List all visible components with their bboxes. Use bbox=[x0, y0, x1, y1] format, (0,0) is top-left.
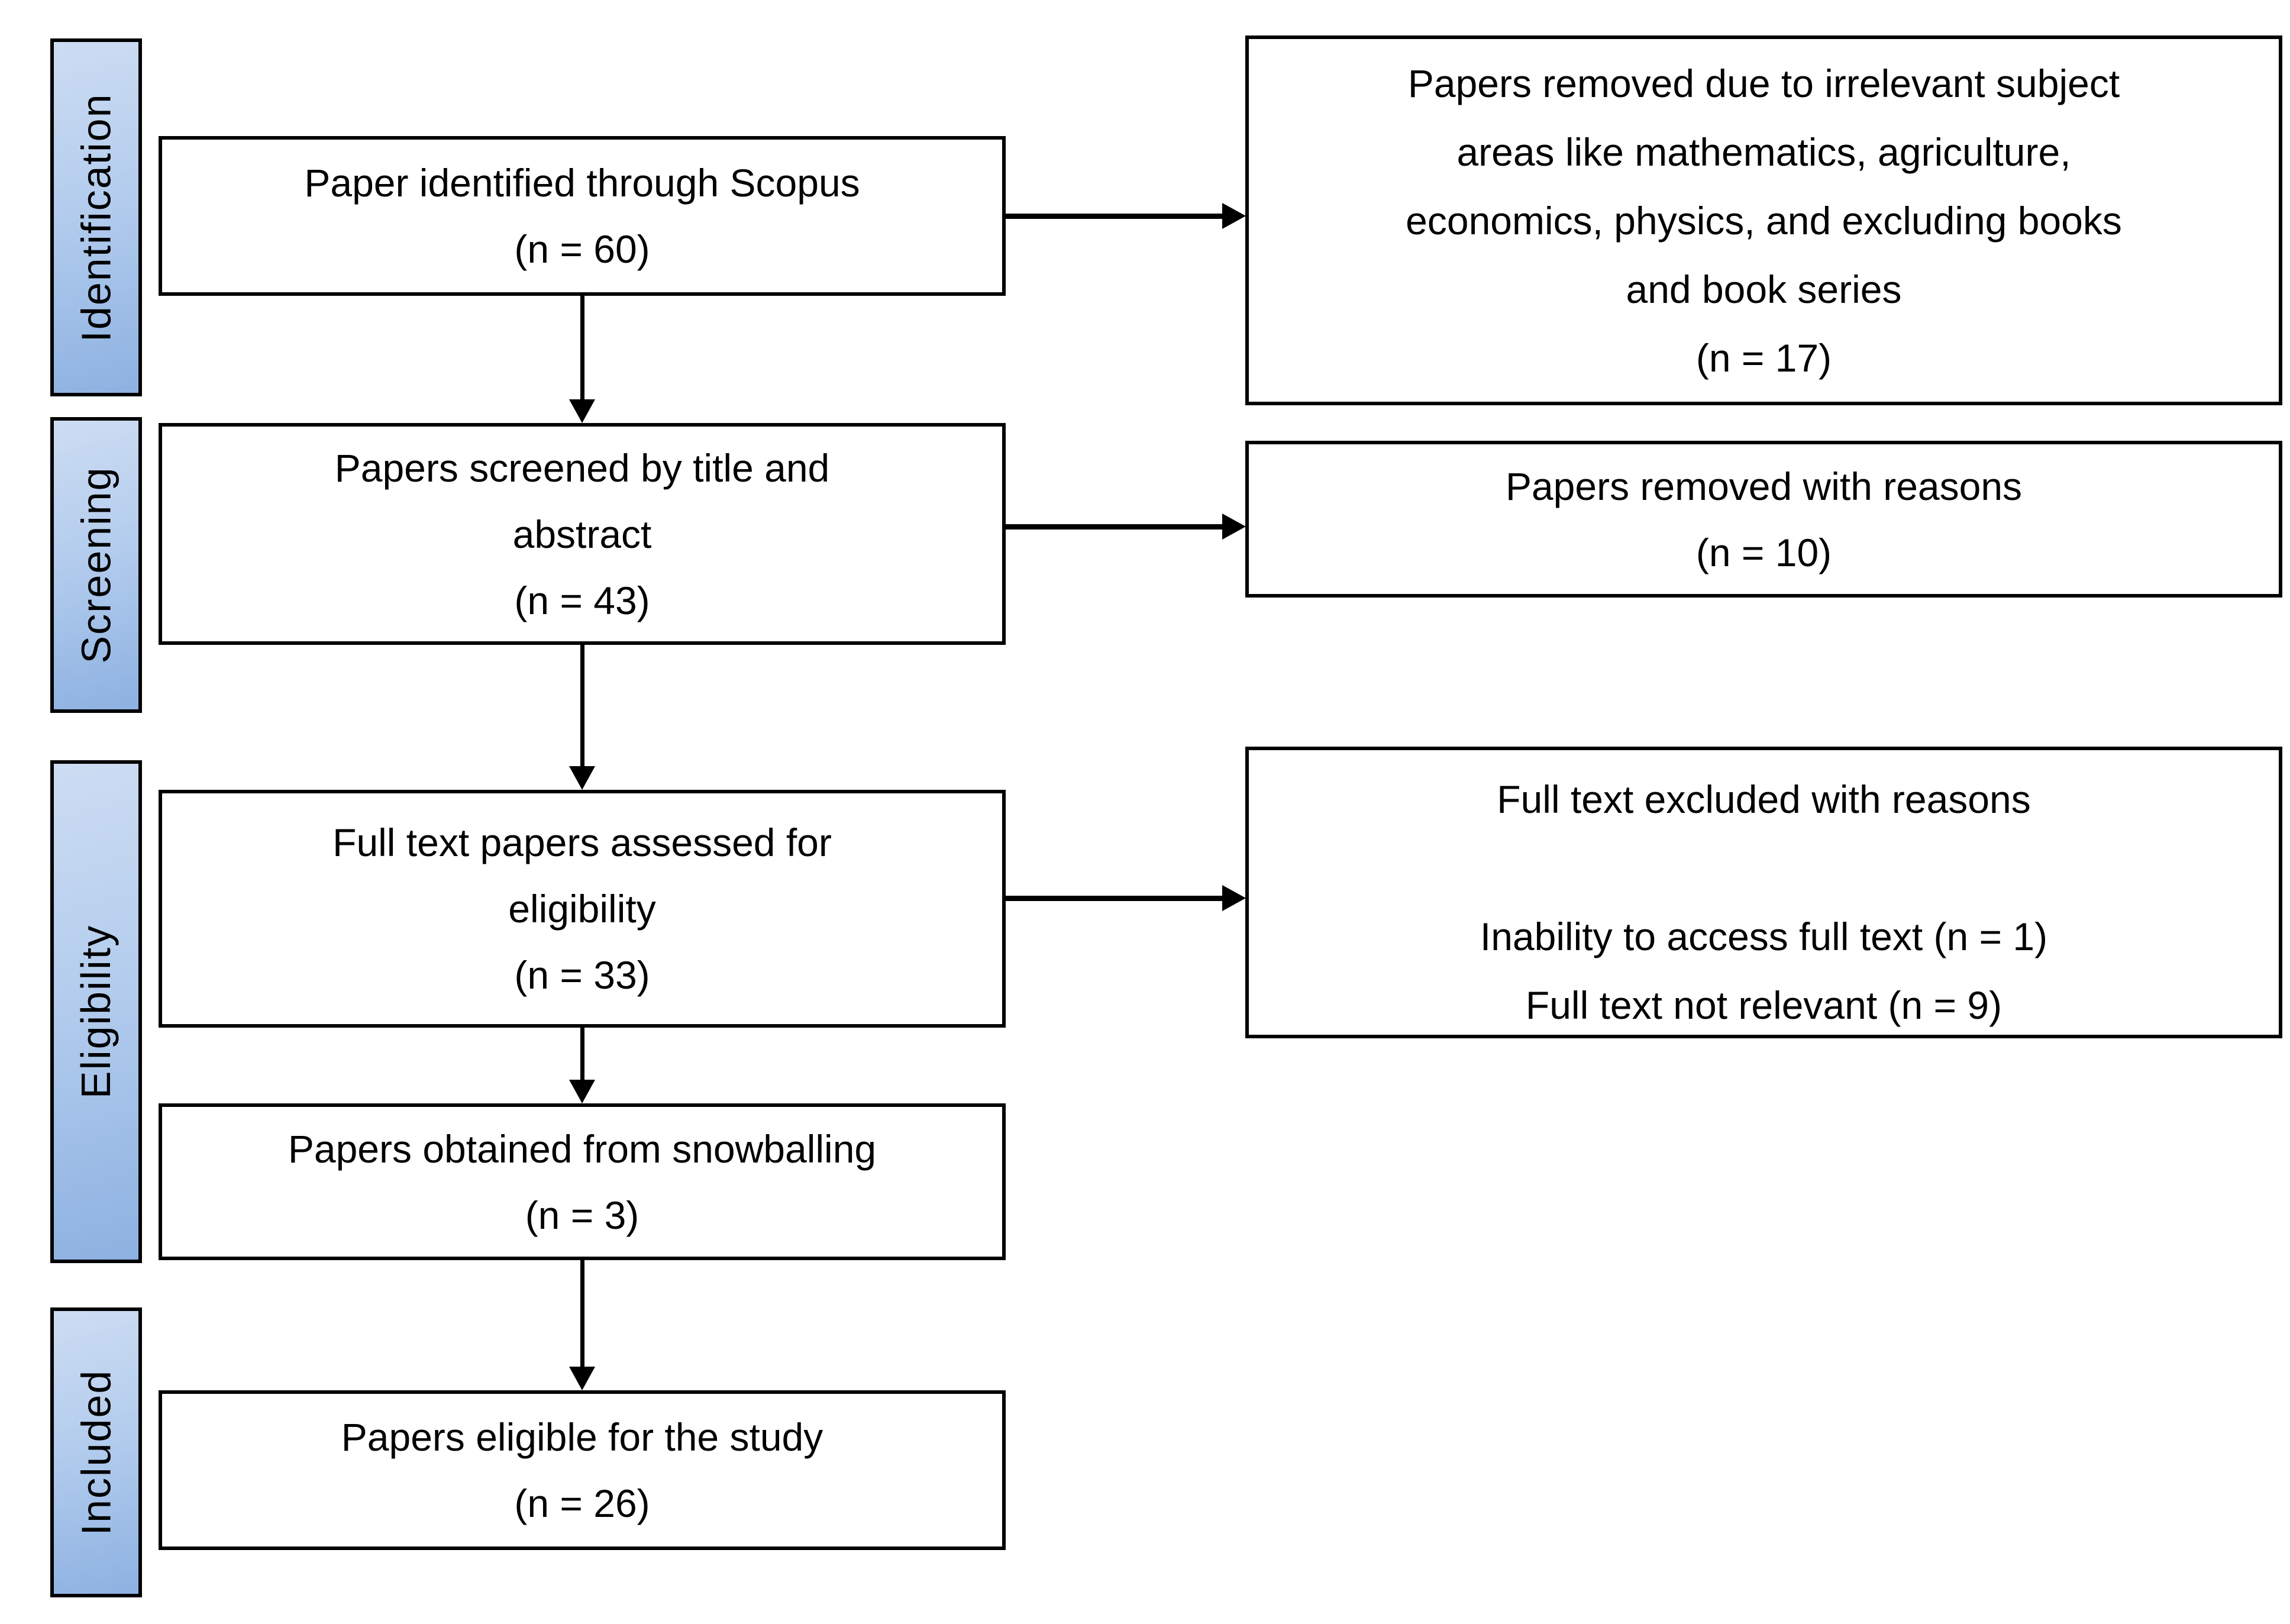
arrow-line-screened-to-fulltext bbox=[580, 645, 584, 769]
stage-identification: Identification bbox=[50, 38, 142, 396]
arrow-line-fulltext-to-excluded bbox=[1006, 896, 1223, 901]
stage-identification-label: Identification bbox=[73, 92, 119, 343]
box-removed-subject-line-3: economics, physics, and excluding books bbox=[1406, 198, 2122, 243]
box-papers-screened-line-1: Papers screened by title and bbox=[334, 445, 830, 490]
box-snowballing: Papers obtained from snowballing (n = 3) bbox=[159, 1103, 1006, 1260]
box-papers-screened-count: (n = 43) bbox=[514, 578, 650, 622]
stage-screening-label: Screening bbox=[73, 466, 119, 664]
stage-screening: Screening bbox=[50, 417, 142, 713]
box-removed-subject-areas: Papers removed due to irrelevant subject… bbox=[1245, 35, 2282, 405]
arrow-line-fulltext-to-snowballing bbox=[580, 1028, 584, 1083]
stage-included: Included bbox=[50, 1307, 142, 1597]
box-papers-identified: Paper identified through Scopus (n = 60) bbox=[159, 136, 1006, 296]
box-fulltext-excluded-reason-1: Inability to access full text (n = 1) bbox=[1480, 915, 2048, 958]
box-removed-with-reasons: Papers removed with reasons (n = 10) bbox=[1245, 441, 2282, 598]
box-fulltext-assessed-line-1: Full text papers assessed for bbox=[332, 821, 832, 864]
box-removed-subject-line-4: and book series bbox=[1626, 267, 1902, 311]
arrow-line-screened-to-removed bbox=[1006, 524, 1223, 530]
down-arrow-icon bbox=[569, 1080, 595, 1103]
box-papers-eligible-count: (n = 26) bbox=[514, 1481, 650, 1525]
stage-eligibility-label: Eligibility bbox=[73, 924, 119, 1099]
box-fulltext-excluded: Full text excluded with reasons Inabilit… bbox=[1245, 747, 2282, 1038]
right-arrow-icon bbox=[1222, 203, 1246, 229]
box-removed-subject-count: (n = 17) bbox=[1695, 335, 1832, 380]
box-fulltext-excluded-reason-2: Full text not relevant (n = 9) bbox=[1525, 983, 2002, 1027]
box-fulltext-excluded-title: Full text excluded with reasons bbox=[1497, 777, 2031, 821]
box-removed-subject-line-1: Papers removed due to irrelevant subject bbox=[1407, 61, 2120, 105]
box-snowballing-line-1: Papers obtained from snowballing bbox=[288, 1126, 877, 1171]
arrow-line-identified-to-screened bbox=[580, 296, 584, 402]
box-removed-subject-line-2: areas like mathematics, agriculture, bbox=[1456, 130, 2071, 174]
right-arrow-icon bbox=[1222, 514, 1246, 540]
box-removed-reasons-count: (n = 10) bbox=[1695, 530, 1832, 574]
box-papers-identified-line-1: Paper identified through Scopus bbox=[304, 161, 860, 205]
right-arrow-icon bbox=[1222, 885, 1246, 911]
box-papers-screened: Papers screened by title and abstract (n… bbox=[159, 423, 1006, 645]
stage-eligibility: Eligibility bbox=[50, 760, 142, 1263]
box-papers-screened-line-2: abstract bbox=[512, 512, 652, 556]
arrow-line-snowballing-to-eligible bbox=[580, 1260, 584, 1370]
down-arrow-icon bbox=[569, 399, 595, 423]
stage-included-label: Included bbox=[73, 1369, 119, 1536]
box-papers-identified-count: (n = 60) bbox=[514, 227, 650, 271]
box-snowballing-count: (n = 3) bbox=[525, 1193, 639, 1237]
box-fulltext-assessed: Full text papers assessed for eligibilit… bbox=[159, 790, 1006, 1028]
arrow-line-identified-to-removed bbox=[1006, 214, 1223, 219]
box-fulltext-assessed-line-2: eligibility bbox=[508, 887, 656, 931]
box-removed-reasons-line-1: Papers removed with reasons bbox=[1505, 464, 2023, 508]
box-papers-eligible-line-1: Papers eligible for the study bbox=[341, 1415, 823, 1459]
box-papers-eligible: Papers eligible for the study (n = 26) bbox=[159, 1390, 1006, 1550]
box-fulltext-assessed-count: (n = 33) bbox=[514, 953, 650, 997]
down-arrow-icon bbox=[569, 1367, 595, 1390]
down-arrow-icon bbox=[569, 766, 595, 790]
